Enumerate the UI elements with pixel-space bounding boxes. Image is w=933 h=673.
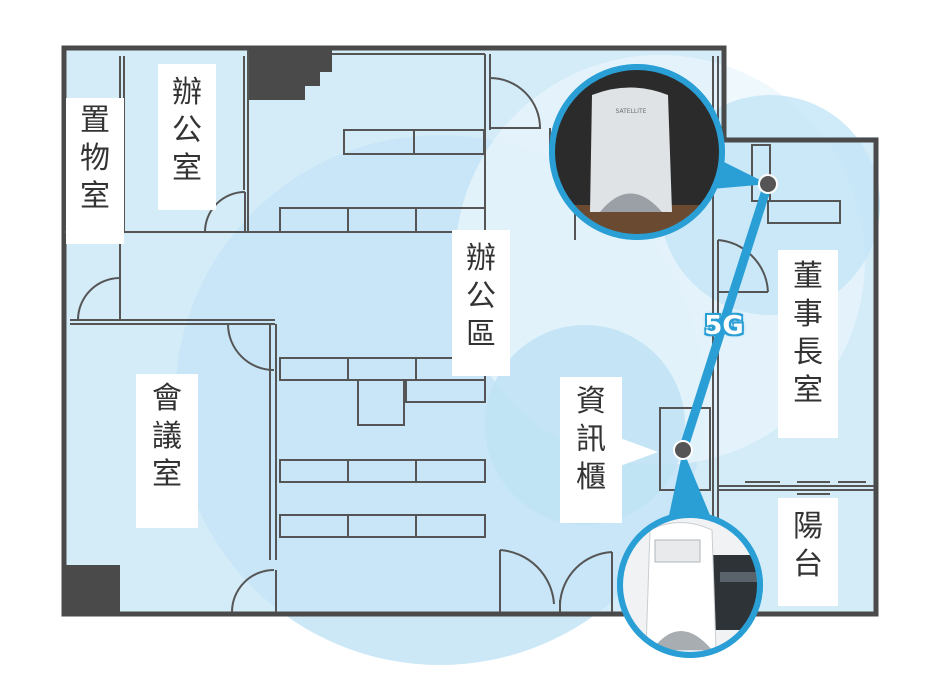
room-label-balcony: 陽 台 <box>778 498 838 606</box>
room-label-chairman-office: 董 事 長 室 <box>778 250 838 438</box>
bottom-device-pointer <box>668 450 712 520</box>
link-band-label: 5G <box>704 311 744 341</box>
room-label-meeting-room: 會 議 室 <box>136 374 198 528</box>
wall-column-top <box>248 50 332 100</box>
wireless-link-line <box>678 179 773 455</box>
node-server <box>673 440 693 460</box>
room-label-storage: 置 物 室 <box>66 98 124 244</box>
room-label-office: 辦 公 室 <box>158 64 216 210</box>
device-photo-bottom <box>617 512 763 658</box>
wall-column-bottom <box>66 565 120 614</box>
room-label-open-office: 辦 公 區 <box>452 230 510 376</box>
node-chairman <box>758 174 778 194</box>
cabinet-pointer <box>620 438 658 466</box>
room-label-server-cabinet: 資 訊 櫃 <box>560 377 622 523</box>
device-brand-label: SATELLITE <box>616 108 647 115</box>
